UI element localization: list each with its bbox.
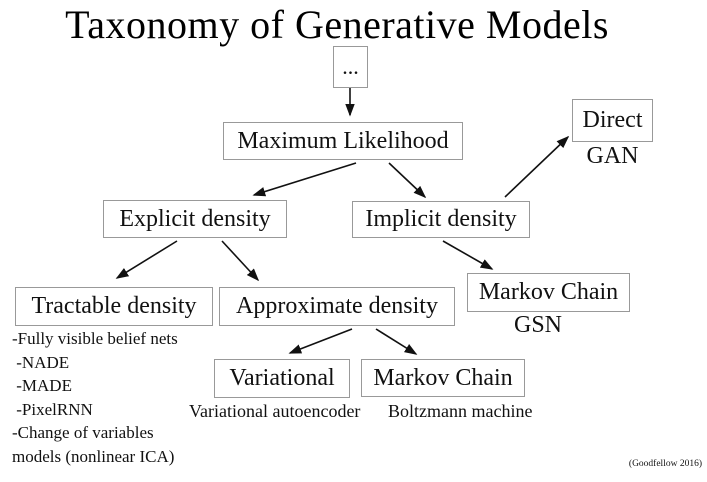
node-markov-chain-box: Markov Chain	[361, 359, 525, 397]
arrow-maximum-likelihood-to-explicit	[252, 162, 357, 197]
node-variational-box: Variational	[214, 359, 350, 398]
list-item: -Change of variables	[12, 423, 154, 442]
list-item: -NADE	[12, 352, 70, 372]
list-item: models (nonlinear ICA)	[12, 446, 175, 466]
node-tractable-density-box: Tractable density	[15, 287, 213, 326]
node-implicit-density-box: Implicit density	[352, 201, 530, 238]
slide-title: Taxonomy of Generative Models	[65, 2, 609, 47]
node-root-box: ...	[333, 46, 368, 88]
list-item: -MADE	[12, 376, 72, 395]
node-maximum-likelihood-box: Maximum Likelihood	[223, 122, 463, 160]
arrow-maximum-likelihood-to-implicit	[388, 162, 427, 199]
caption-variational-autoencoder: Variational autoencoder	[189, 401, 361, 421]
list-item: -Fully visible belief nets	[12, 329, 178, 348]
arrow-explicit-to-tractable	[115, 240, 178, 279]
caption-boltzmann-machine: Boltzmann machine	[388, 401, 533, 421]
arrow-implicit-to-direct	[504, 135, 570, 198]
list-item: -PixelRNN	[12, 399, 93, 419]
attribution-text: (Goodfellow 2016)	[628, 459, 702, 469]
label-gsn: GSN	[513, 312, 562, 338]
node-direct-box: Direct	[572, 99, 653, 142]
label-gan: GAN	[586, 143, 639, 169]
tractable-examples-list: -Fully visible belief nets -NADE -MADE -…	[12, 327, 178, 468]
arrow-approximate-to-variational	[288, 328, 353, 354]
node-approximate-density-box: Approximate density	[219, 287, 455, 326]
arrow-approximate-to-markov-chain	[375, 328, 418, 355]
node-markov-chain-gsn-box: Markov Chain	[467, 273, 630, 312]
arrow-implicit-to-markov-chain-gsn	[442, 240, 494, 270]
arrow-explicit-to-approximate	[221, 240, 260, 282]
node-explicit-density-box: Explicit density	[103, 200, 287, 238]
